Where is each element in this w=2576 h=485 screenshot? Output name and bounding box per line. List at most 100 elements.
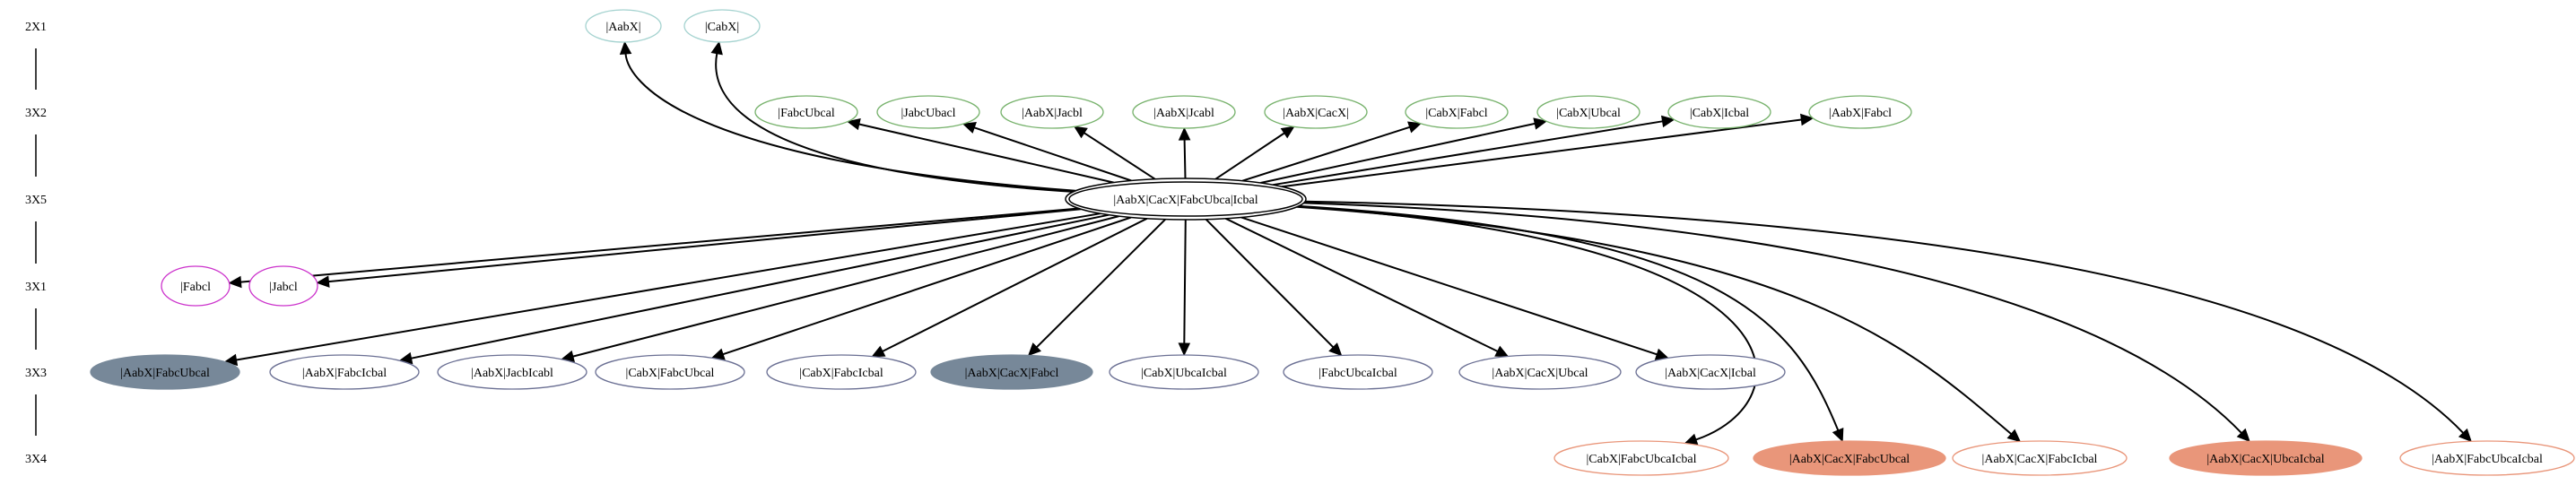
arrowhead-icon — [1533, 117, 1548, 130]
arrowhead-icon — [1494, 345, 1510, 358]
edge-to-n18 — [1036, 218, 1166, 348]
node-n10[interactable]: |AabX|Fabcl — [1808, 95, 1912, 129]
node-n23[interactable]: |CabX|FabcUbcaIcbal — [1553, 440, 1729, 476]
arrowhead-icon — [871, 345, 886, 358]
node-shape — [1109, 354, 1259, 390]
node-shape — [1405, 95, 1509, 129]
edge-to-n3 — [973, 126, 1132, 182]
rank-label-r2: 3X5 — [25, 194, 47, 207]
node-n5[interactable]: |AabX|Jcabl — [1132, 95, 1236, 129]
node-shape — [1458, 354, 1622, 390]
arrowhead-icon — [1280, 126, 1295, 139]
node-n24[interactable]: |AabX|CacX|FabcUbcal — [1753, 440, 1946, 476]
node-n22[interactable]: |AabX|CacX|Icbal — [1635, 354, 1786, 390]
node-n25[interactable]: |AabX|CacX|FabcIcbal — [1952, 440, 2128, 476]
edge-to-n22 — [1240, 216, 1658, 356]
node-n3[interactable]: |JabcUbacl — [876, 95, 980, 129]
node-label: |JabcUbacl — [901, 107, 955, 120]
node-label: |CabX|FabcIcbal — [799, 367, 883, 380]
node-label: |AabX|CacX|Fabcl — [965, 367, 1059, 380]
rank-label-r3: 3X1 — [25, 281, 47, 294]
node-shape — [1000, 95, 1104, 129]
node-shape — [437, 354, 587, 390]
rank-label-r5: 3X4 — [25, 453, 47, 466]
edge-to-n19 — [1183, 219, 1187, 344]
node-label: |AabX|CacX|FabcUbcal — [1789, 453, 1910, 466]
edge-to-n15 — [572, 215, 1119, 358]
node-n15[interactable]: |AabX|JacbIcabl — [437, 354, 587, 390]
node-label: |AabX|CacX|Icbal — [1665, 367, 1756, 380]
edge-to-n21 — [1224, 217, 1499, 352]
arrowhead-icon — [228, 275, 242, 289]
center-node[interactable]: |AabX|CacX|FabcUbca|Icbal — [1065, 178, 1307, 221]
node-n18[interactable]: |AabX|CacX|Fabcl — [930, 354, 1093, 390]
edge-to-n26 — [1303, 202, 2242, 434]
edge-to-n12 — [328, 208, 1082, 283]
node-n19[interactable]: |CabX|UbcaIcbal — [1109, 354, 1259, 390]
node-n21[interactable]: |AabX|CacX|Ubcal — [1458, 354, 1622, 390]
arrowhead-icon — [1073, 126, 1088, 139]
node-label: |FabcUbcal — [778, 107, 835, 120]
node-n12[interactable]: |Jabcl — [248, 265, 318, 307]
node-n17[interactable]: |CabX|FabcIcbal — [766, 354, 917, 390]
node-n2[interactable]: |FabcUbcal — [754, 95, 858, 129]
node-label: |AabX|CacX|UbcaIcbal — [2206, 453, 2324, 466]
node-n11[interactable]: |Fabcl — [161, 265, 231, 307]
node-n20[interactable]: |FabcUbcaIcbal — [1283, 354, 1433, 390]
node-n7[interactable]: |CabX|Fabcl — [1405, 95, 1509, 129]
edge-to-n8 — [1260, 122, 1536, 184]
node-label: |AabX|CacX|Ubcal — [1492, 367, 1588, 380]
node-label: |Fabcl — [180, 281, 211, 294]
node-n1[interactable]: |CabX| — [683, 9, 761, 43]
node-label: |CabX|Ubcal — [1556, 107, 1621, 120]
node-n4[interactable]: |AabX|Jacbl — [1000, 95, 1104, 129]
node-n9[interactable]: |CabX|Icbal — [1667, 95, 1771, 129]
node-label: |CabX| — [705, 21, 739, 34]
node-label: |AabX|FabcUbcal — [120, 367, 210, 380]
node-label: |CabX|UbcaIcbal — [1141, 367, 1227, 380]
node-n26[interactable]: |AabX|CacX|UbcaIcbal — [2169, 440, 2363, 476]
node-shape — [766, 354, 917, 390]
node-n8[interactable]: |CabX|Ubcal — [1536, 95, 1640, 129]
node-shape — [2399, 440, 2575, 476]
arrowhead-icon — [2458, 428, 2472, 443]
node-n0[interactable]: |AabX| — [585, 9, 662, 43]
edge-to-n17 — [882, 217, 1148, 352]
center-node-inner-ring — [1068, 181, 1303, 217]
node-label: |CabX|Icbal — [1690, 107, 1749, 120]
edge-to-n5 — [1183, 139, 1187, 179]
arrowhead-icon — [846, 117, 861, 131]
arrowhead-icon — [1832, 427, 1844, 443]
node-label: |AabX|FabcUbcaIcbal — [2432, 453, 2543, 466]
node-shape — [1264, 95, 1368, 129]
node-shape — [1808, 95, 1912, 129]
edge-to-n25 — [1296, 205, 2012, 435]
rank-label-r1: 3X2 — [25, 107, 47, 120]
arrowhead-icon — [1027, 342, 1042, 357]
edge-to-n20 — [1205, 218, 1335, 349]
edge-to-n27 — [1305, 200, 2464, 434]
node-label: |AabX|Fabcl — [1829, 107, 1892, 120]
node-label: |AabX|JacbIcabl — [471, 367, 553, 380]
node-shape — [1667, 95, 1771, 129]
arrowhead-icon — [710, 40, 723, 56]
arrowhead-icon — [1178, 342, 1191, 357]
arrowhead-icon — [1660, 115, 1675, 128]
node-label: |CabX|FabcUbcaIcbal — [1587, 453, 1697, 466]
edge-to-n2 — [858, 123, 1114, 184]
arrowhead-icon — [2006, 429, 2022, 443]
arrowhead-icon — [2236, 428, 2250, 443]
edge-to-n14 — [411, 213, 1110, 359]
node-label: |AabX|Jacbl — [1022, 107, 1083, 120]
edge-to-n1 — [715, 53, 1074, 193]
node-n27[interactable]: |AabX|FabcUbcaIcbal — [2399, 440, 2575, 476]
node-n6[interactable]: |AabX|CacX| — [1264, 95, 1368, 129]
arrowhead-icon — [1178, 126, 1191, 141]
node-n14[interactable]: |AabX|FabcIcbal — [269, 354, 420, 390]
edge-to-n7 — [1241, 126, 1411, 182]
node-n16[interactable]: |CabX|FabcUbcal — [595, 354, 745, 390]
node-n13[interactable]: |AabX|FabcUbcal — [90, 354, 240, 390]
arrowhead-icon — [619, 40, 632, 55]
